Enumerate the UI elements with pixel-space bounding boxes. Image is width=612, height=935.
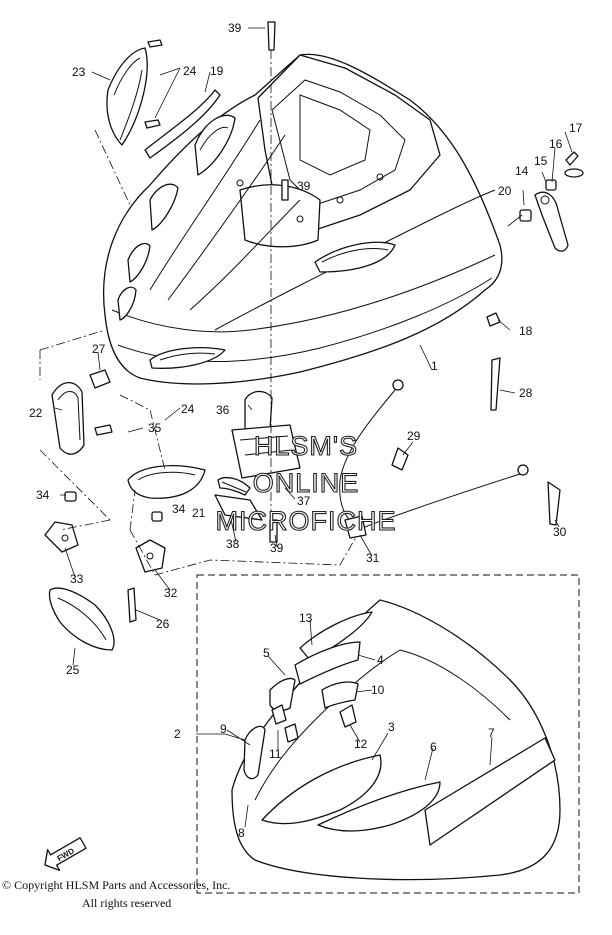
callout-22: 22: [29, 406, 43, 420]
watermark-line-2: ONLINE: [253, 468, 360, 498]
rights-text: All rights reserved: [82, 896, 172, 910]
callout-35: 35: [148, 421, 162, 435]
callout-8: 8: [238, 826, 245, 840]
callout-19: 19: [210, 64, 224, 78]
callout-39b: 39: [297, 179, 311, 193]
callout-labels: 39 23 24 19 17 16 15 14 39 20 18 27 1 28…: [29, 21, 583, 840]
callout-34: 34: [36, 488, 50, 502]
callout-18: 18: [519, 324, 533, 338]
callout-29: 29: [407, 429, 421, 443]
callout-3: 3: [388, 720, 395, 734]
decal-set-box: [196, 574, 580, 894]
callout-30: 30: [553, 525, 567, 539]
watermark-line-1: HLSM'S: [254, 431, 358, 461]
callout-32: 32: [164, 586, 178, 600]
watermark-line-3: MICROFICHE: [216, 506, 397, 536]
callout-23: 23: [72, 65, 86, 79]
callout-25: 25: [66, 663, 80, 677]
callout-24: 24: [183, 64, 197, 78]
callout-31: 31: [366, 551, 380, 565]
callout-37: 37: [297, 494, 311, 508]
callout-16: 16: [549, 137, 563, 151]
callout-6: 6: [430, 740, 437, 754]
callout-26: 26: [156, 617, 170, 631]
callout-13: 13: [299, 611, 313, 625]
hood-assembly: [102, 53, 503, 385]
callout-39: 39: [228, 21, 242, 35]
callout-36: 36: [216, 403, 230, 417]
callout-10: 10: [371, 683, 385, 697]
callout-7: 7: [488, 726, 495, 740]
callout-4: 4: [377, 653, 384, 667]
callout-14: 14: [515, 164, 529, 178]
callout-9: 9: [220, 722, 227, 736]
center-parts: [214, 21, 561, 543]
callout-5: 5: [263, 646, 270, 660]
decal-set: [231, 599, 561, 881]
callout-27: 27: [92, 342, 106, 356]
callout-20: 20: [498, 184, 512, 198]
callout-1: 1: [431, 359, 438, 373]
callout-21: 21: [192, 506, 206, 520]
copyright-text: © Copyright HLSM Parts and Accessories, …: [2, 878, 231, 892]
leader-lines: [54, 27, 573, 828]
watermark: HLSM'S ONLINE MICROFICHE: [215, 430, 397, 536]
fwd-arrow-icon: FWD: [44, 837, 87, 872]
callout-11: 11: [269, 747, 282, 761]
callout-17: 17: [569, 121, 583, 135]
callout-38: 38: [226, 537, 240, 551]
callout-24b: 24: [181, 402, 195, 416]
callout-15: 15: [534, 154, 548, 168]
left-trim-parts: [39, 39, 361, 651]
callout-33: 33: [70, 572, 84, 586]
callout-39c: 39: [270, 541, 284, 555]
callout-12: 12: [354, 737, 368, 751]
mirror-hardware: [486, 151, 584, 411]
callout-34b: 34: [172, 502, 186, 516]
callout-2: 2: [174, 727, 181, 741]
callout-28: 28: [519, 386, 533, 400]
